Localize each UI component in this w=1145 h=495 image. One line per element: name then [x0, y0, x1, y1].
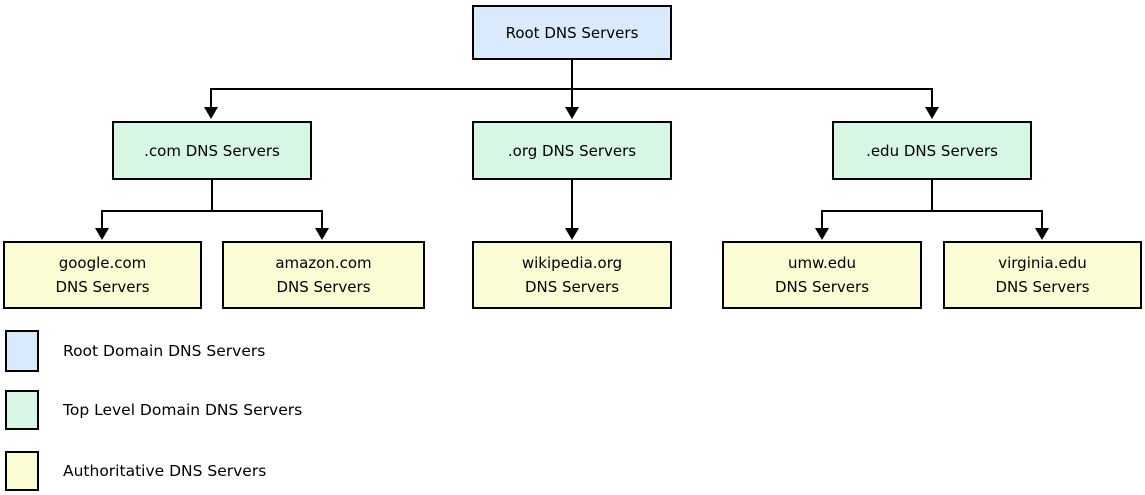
legend-label: Root Domain DNS Servers [63, 342, 266, 360]
node-label: umw.edu DNS Servers [774, 254, 870, 296]
node-wikipedia-dns-servers: wikipedia.org DNS Servers [472, 241, 672, 309]
node-label: google.com DNS Servers [55, 254, 150, 296]
node-umw-dns-servers: umw.edu DNS Servers [722, 241, 922, 309]
node-org-dns-servers: .org DNS Servers [472, 121, 672, 180]
legend-swatch-top-level-domain [5, 390, 39, 430]
node-com-dns-servers: .com DNS Servers [112, 121, 312, 180]
node-label: virginia.edu DNS Servers [995, 254, 1090, 296]
arrowhead-to-com [204, 107, 218, 119]
node-label: .org DNS Servers [507, 141, 637, 160]
arrowhead-to-umw [815, 228, 829, 240]
node-label: .com DNS Servers [144, 141, 280, 160]
node-edu-dns-servers: .edu DNS Servers [832, 121, 1032, 180]
node-label: .edu DNS Servers [866, 141, 998, 160]
node-virginia-dns-servers: virginia.edu DNS Servers [943, 241, 1142, 309]
legend-item-top-level-domain: Top Level Domain DNS Servers [5, 390, 302, 430]
arrowhead-to-wikipedia [565, 228, 579, 240]
node-label: amazon.com DNS Servers [275, 254, 372, 296]
node-label: Root DNS Servers [505, 23, 639, 42]
node-amazon-dns-servers: amazon.com DNS Servers [222, 241, 425, 309]
node-root-dns-servers: Root DNS Servers [472, 5, 672, 60]
legend-swatch-root-domain [5, 330, 39, 372]
legend-label: Authoritative DNS Servers [63, 462, 267, 480]
node-label: wikipedia.org DNS Servers [521, 254, 623, 296]
node-google-dns-servers: google.com DNS Servers [3, 241, 202, 309]
legend-label: Top Level Domain DNS Servers [63, 401, 303, 419]
arrowhead-to-amazon [315, 228, 329, 240]
legend-swatch-authoritative [5, 451, 39, 491]
arrowhead-to-google [95, 228, 109, 240]
arrowhead-to-edu [925, 107, 939, 119]
legend-item-root-domain: Root Domain DNS Servers [5, 330, 265, 372]
arrowhead-to-virginia [1035, 228, 1049, 240]
legend-item-authoritative: Authoritative DNS Servers [5, 451, 266, 491]
arrowhead-to-org [565, 107, 579, 119]
